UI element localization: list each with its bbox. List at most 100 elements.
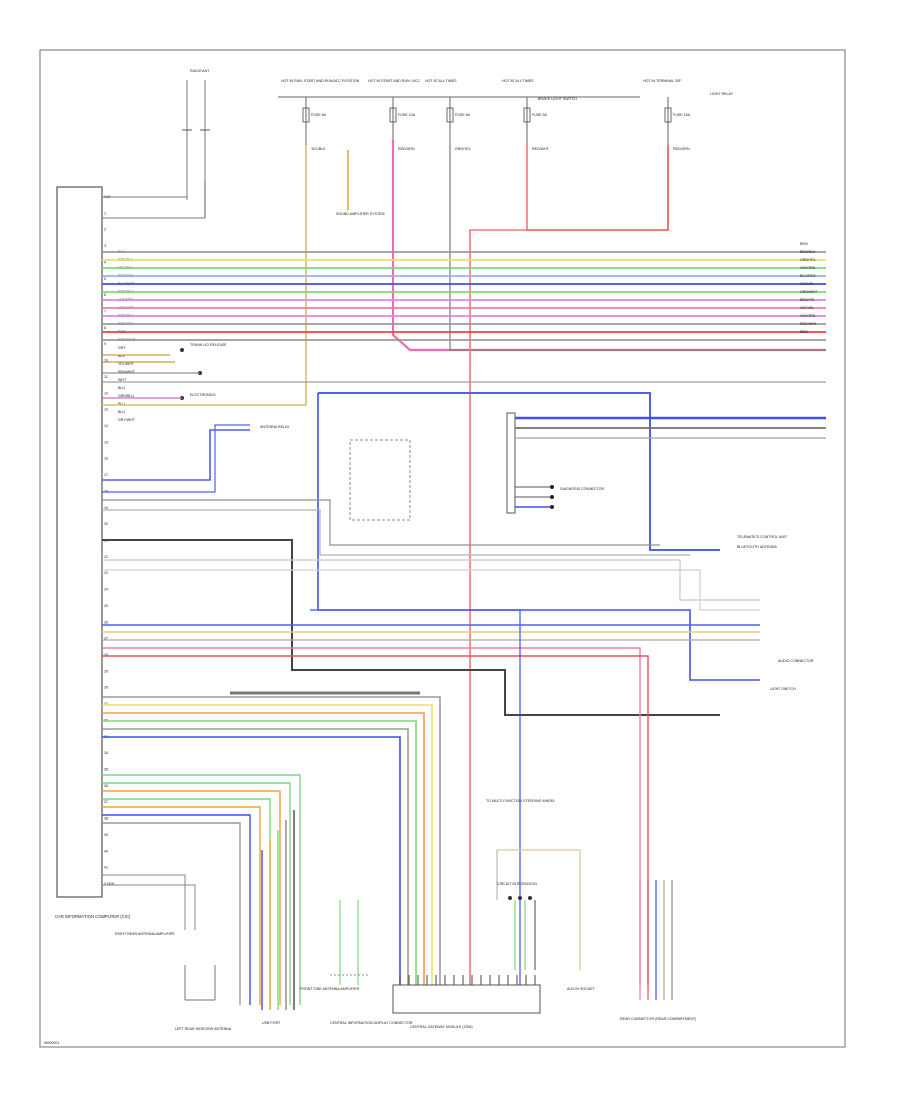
electronics-label: ELECTRONICS: [190, 393, 216, 397]
source-5-note: LIGHT RELAY: [710, 92, 734, 96]
right-wire-label: BRN/BLK: [800, 250, 816, 254]
left-rear-antenna-group: [102, 874, 216, 1001]
fuse-label: FUSE 5A: [532, 113, 548, 117]
pin-label: 5: [104, 277, 106, 281]
pin-label: 12: [104, 391, 108, 395]
pin-label: 9: [104, 342, 106, 346]
lower-wire-2: [102, 822, 241, 1005]
pin-label: 17: [104, 473, 108, 477]
source-label: HOT IN RUN, START AND RUN/ACC POSITION: [281, 79, 360, 83]
relay-outputs: [515, 485, 554, 509]
left-module-label: CAR INFORMATION COMPUTER (CIC): [55, 914, 131, 919]
wire-label: GRN/BLU: [118, 394, 134, 398]
antenna-label: RADIO ANT: [190, 69, 210, 73]
wire-gray-run-3: [102, 559, 760, 601]
top-power-sources: FUSE 5A HOT IN RUN, START AND RUN/ACC POS…: [281, 79, 691, 151]
right-wire-label: BLU/RED: [800, 274, 816, 278]
wire-label: BLU: [118, 386, 125, 390]
multi-function-label: TO MULTI FUNCTION STEERING WHEEL: [486, 799, 555, 803]
source-label: HOT AT ALL TIMES: [425, 79, 457, 83]
pin-label: 19: [104, 506, 108, 510]
pin-label: 40: [104, 849, 108, 853]
wire-label: BLU: [118, 410, 125, 414]
diagnosis-label: DIAGNOSIS CONNECTOR: [560, 487, 604, 491]
lower-wire: [102, 720, 417, 985]
right-rear-antenna-label: RIGHT REAR ANTENNA AMPLIFIER: [115, 932, 175, 936]
lower-left-wires: [102, 691, 441, 1005]
wire-source-5: [527, 145, 669, 231]
top-source-1: FUSE 5A HOT IN RUN, START AND RUN/ACC POS…: [281, 79, 360, 151]
wire-label: BLU: [118, 354, 125, 358]
fuse-icon: [664, 107, 672, 123]
pin-label: 29: [104, 669, 108, 673]
wire-blue-short: [102, 429, 250, 481]
source-wire-label: RED/GRN: [398, 147, 415, 151]
right-wire-label: BRN/YEL: [800, 298, 815, 302]
pin-label: 2: [104, 228, 106, 232]
source-label: HOT IN TERMINAL 30F: [643, 79, 682, 83]
pin-label: 15: [104, 440, 108, 444]
wire-blue-short-2: [102, 424, 250, 493]
pin-label: 34: [104, 751, 108, 755]
pin-label: 20: [104, 522, 108, 526]
car-information-computer-box: [56, 186, 103, 898]
pin-label: 13: [104, 408, 108, 412]
pin-label: 8: [104, 326, 106, 330]
pin-label: 22: [104, 555, 108, 559]
pin-label: 11: [104, 375, 108, 379]
right-wire-labels: BRNBRN/BLKGRN/YELVIO/GRNBLU/REDVIO/YELGR…: [800, 242, 818, 334]
pin-label: 23: [104, 571, 108, 575]
lower-wire-2: [102, 790, 281, 1005]
fuse-label: FUSE 5A: [455, 113, 471, 117]
pin-label: 30: [104, 686, 108, 690]
bottom-label-rear-conn: REAR CONNECTOR (REAR COMPARTMENT): [620, 1017, 696, 1021]
wire-red-c: [102, 655, 649, 985]
main-wire-bus: [102, 251, 826, 341]
bottom-label-cid: CENTRAL INFORMATION DISPLAY CONNECTOR: [330, 1021, 413, 1025]
usb-port-group: [261, 810, 295, 1010]
wire-gray-run-1: [102, 499, 660, 546]
pin-label: 25: [104, 604, 108, 608]
fuse-icon: [389, 107, 397, 123]
source-wire-label: RED/GRN: [673, 147, 690, 151]
antenna-relay-label: ANTENNA RELAY: [260, 425, 290, 429]
fuse-label: FUSE 5A: [311, 113, 327, 117]
light-switch-label: LIGHT SWITCH: [770, 687, 796, 691]
top-source-3: FUSE 5A HOT AT ALL TIMES GRN/YEL: [425, 79, 471, 151]
switch-components: [102, 348, 826, 400]
wire-source-2b: [391, 140, 826, 352]
lower-wire: [102, 704, 433, 985]
pin-label: 35: [104, 768, 108, 772]
wire-source-1: [102, 145, 307, 406]
lower-wire-2: [102, 782, 291, 1005]
pin-label: 26: [104, 620, 108, 624]
audio-connector-label: AUDIO CONNECTOR: [778, 659, 814, 663]
pin-label: 31: [104, 702, 108, 706]
wire-blue-loop-2: [317, 393, 760, 681]
pin-label: 7: [104, 310, 106, 314]
telematics-label: TELEMATICS CONTROL UNIT: [737, 535, 788, 539]
source-label: HOT IN START AND RUN / ACC: [368, 79, 420, 83]
lower-wire-2: [102, 774, 301, 1005]
source-wire-label: GRN/YEL: [455, 147, 471, 151]
source-wire-label: RED/WHT: [532, 147, 550, 151]
source-wire-label: YEL/BLK: [311, 147, 326, 151]
source-label: HOT AT ALL TIMES: [502, 79, 534, 83]
lower-wire: [102, 712, 425, 985]
antenna-relay-box: [506, 412, 516, 514]
circuit-integration-label: CIRCUIT INTEGRATION: [497, 882, 537, 886]
wire-gray-run-2: [102, 509, 690, 556]
pin-label: 37: [104, 800, 108, 804]
pin-label: 14: [104, 424, 108, 428]
wire-pink-c: [102, 647, 641, 985]
lower-wire: [102, 696, 441, 985]
wire-blue-loop: [318, 392, 720, 551]
bottom-label-aux: AUX IN SOCKET: [567, 987, 596, 991]
diagram-frame: [39, 49, 846, 1048]
wire-gray-run-4: [102, 569, 760, 611]
aux-socket: [496, 849, 581, 970]
wire-label: BLU: [118, 402, 125, 406]
wire-label: GRY: [118, 346, 126, 350]
